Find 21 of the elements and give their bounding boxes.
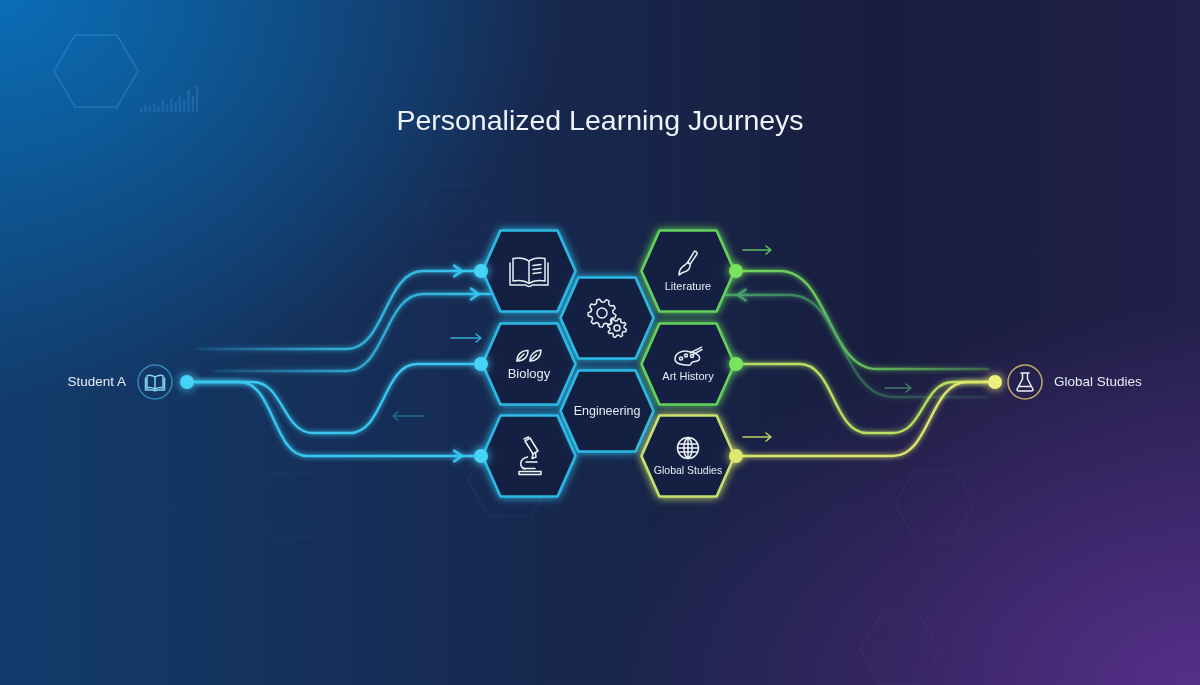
node-label: Engineering (573, 403, 641, 419)
hexagon-node (481, 229, 577, 313)
connector (211, 287, 493, 373)
node-label: Global Studies (1054, 374, 1142, 390)
hexagon-node (640, 229, 736, 313)
connector (724, 288, 990, 399)
hexagon-node (481, 322, 577, 406)
hexagon-node (640, 414, 736, 498)
node-label: Global Studies (653, 463, 723, 477)
node-label: Literature (664, 279, 712, 293)
connector (741, 380, 990, 458)
connector (196, 264, 476, 351)
node-label: Student A (67, 374, 126, 390)
node-label: Biology (507, 366, 551, 382)
hexagon-node (640, 322, 736, 406)
connector (192, 380, 476, 463)
hexagon-node (559, 369, 655, 453)
title: Personalized Learning Journeys (396, 103, 804, 138)
node-label: Art History (662, 369, 714, 383)
hexagon-node (559, 276, 655, 360)
connector (741, 269, 990, 371)
